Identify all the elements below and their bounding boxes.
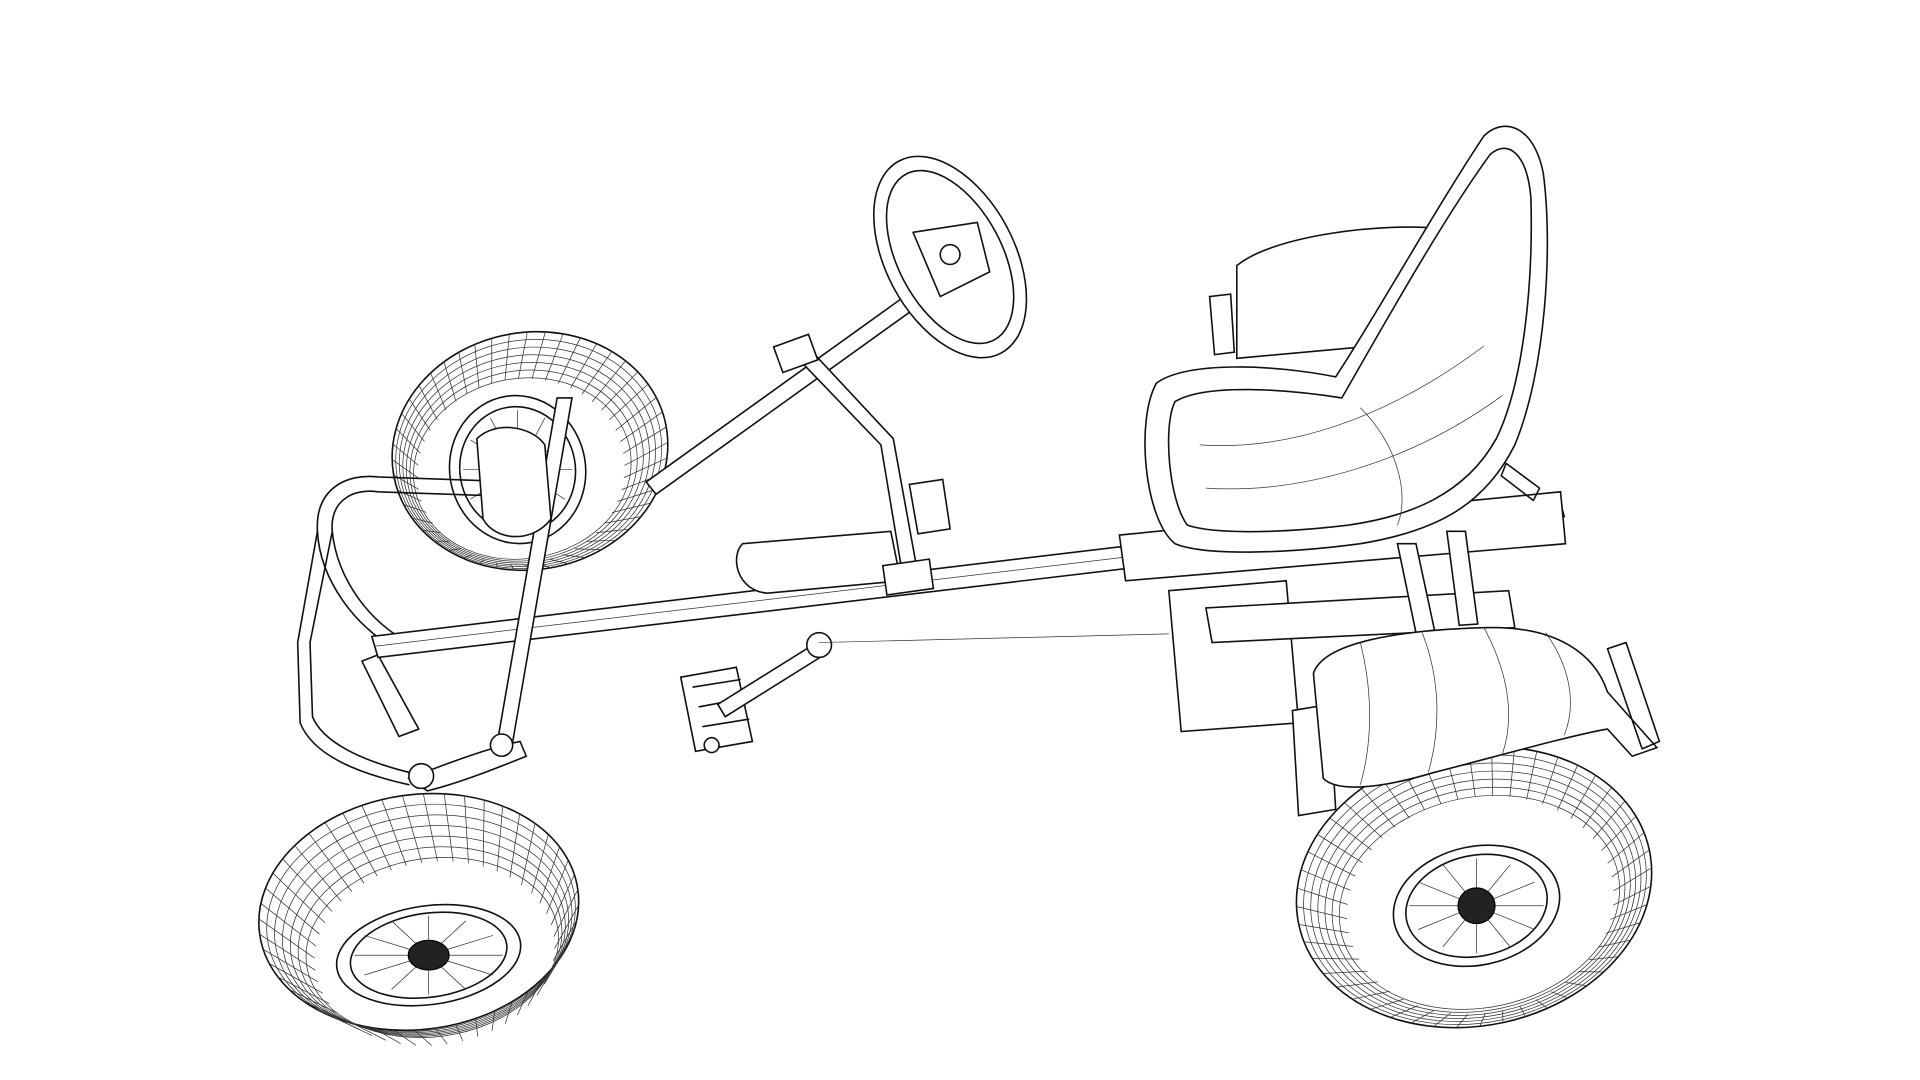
- steering-wheel: [872, 155, 1028, 359]
- seat: [1144, 125, 1549, 553]
- front-bumper: [296, 475, 521, 786]
- front-wheel-near: [258, 792, 580, 1046]
- pedals: [679, 478, 1169, 754]
- rear-fender: [1291, 626, 1661, 817]
- front-axle: [407, 397, 573, 792]
- rear-wheel: [1295, 746, 1653, 1029]
